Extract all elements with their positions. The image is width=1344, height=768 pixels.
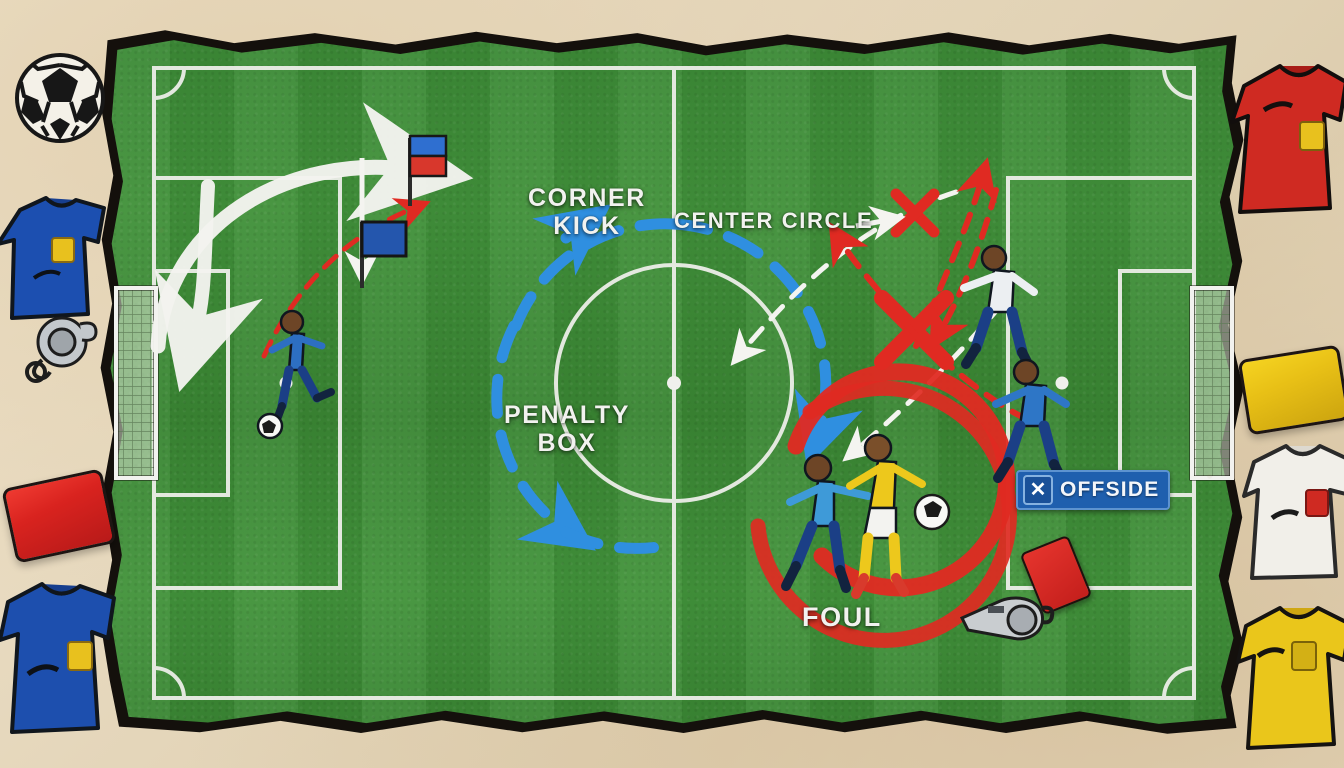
corner-arc-tr	[1162, 67, 1195, 100]
player-blue-contesting	[781, 453, 872, 593]
corner-arc-tl	[153, 67, 186, 100]
soccer-pitch: CORNER KICK PENALTY BOX CENTER CIRCLE FO…	[96, 26, 1248, 738]
corner-delivery-arrow	[261, 198, 431, 359]
player-yellow-ball-carrier	[846, 433, 926, 599]
small-white-arrow	[855, 205, 906, 241]
yellow-card-right	[1237, 344, 1344, 436]
label-foul: FOUL	[802, 602, 882, 632]
attack-run-arrow-down	[154, 179, 263, 393]
referee-whistle-on-field	[959, 596, 1055, 641]
jersey-blue-bottom-left	[0, 582, 116, 734]
goal-right	[1189, 285, 1235, 481]
corner-arc-bl	[153, 666, 186, 699]
jersey-yellow-bottom-right	[1236, 606, 1344, 750]
corner-flag-icon-lower	[360, 220, 408, 288]
offside-badge: ✕ OFFSIDE	[1016, 470, 1171, 510]
offside-label: OFFSIDE	[1060, 478, 1160, 501]
center-rotation-arrow-top	[532, 204, 612, 276]
player-blue-right-lower	[992, 358, 1070, 485]
corner-flags-layer	[360, 134, 448, 288]
offside-x-icon: ✕	[1023, 475, 1053, 505]
player-blue-left-kicker	[256, 309, 335, 440]
ball-at-foul	[913, 493, 951, 531]
soccer-ball-icon	[15, 53, 105, 143]
label-penalty-box: PENALTY BOX	[504, 401, 631, 457]
center-spot	[667, 376, 681, 390]
jersey-white-mid-right	[1242, 444, 1344, 580]
label-corner-kick: CORNER KICK	[528, 184, 646, 240]
center-circle-marking	[554, 263, 794, 503]
referee-whistle-left	[25, 316, 98, 383]
players-layer	[256, 244, 1070, 599]
corner-flag-icon-upper	[408, 134, 448, 206]
player-white-right-upper	[960, 244, 1038, 373]
label-center-circle: CENTER CIRCLE	[674, 208, 874, 233]
corner-arc-br	[1162, 666, 1195, 699]
jersey-red-top-right	[1230, 64, 1344, 214]
jersey-blue-top-left	[0, 196, 106, 320]
penalty-spot-right	[1055, 376, 1069, 390]
